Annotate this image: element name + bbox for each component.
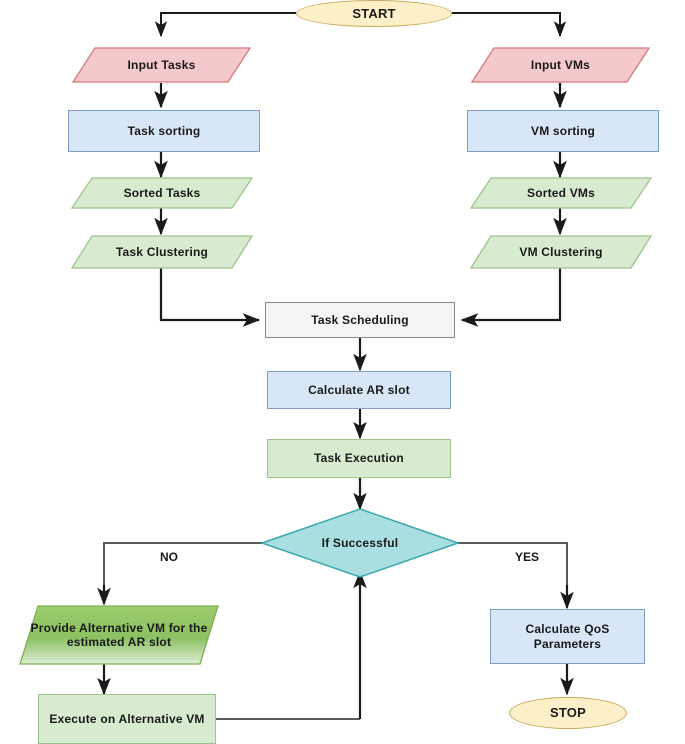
node-task-scheduling-label: Task Scheduling [311,312,409,327]
node-stop[interactable]: STOP [509,697,627,729]
node-calculate-qos-parameters[interactable]: Calculate QoS Parameters [490,609,645,664]
node-start[interactable]: START [296,0,452,27]
shape-provide-alternative-vm [19,605,219,665]
node-vm-sorting-label: VM sorting [531,123,595,138]
node-vm-clustering[interactable]: VM Clustering [471,236,651,268]
node-stop-label: STOP [550,705,586,721]
node-input-tasks-label: Input Tasks [127,57,196,72]
node-vm-clustering-label: VM Clustering [519,244,603,259]
shape-sorted-vms [469,177,653,209]
shape-vm-clustering [469,235,653,269]
node-input-tasks[interactable]: Input Tasks [73,48,250,82]
shape-input-vms [470,47,651,83]
edge-label-no-text: NO [160,550,178,564]
node-sorted-vms[interactable]: Sorted VMs [471,178,651,208]
node-task-execution[interactable]: Task Execution [267,439,451,478]
edge-label-yes-text: YES [515,550,540,564]
edge-label-no: NO [160,550,178,564]
node-vm-sorting[interactable]: VM sorting [467,110,659,152]
node-sorted-tasks[interactable]: Sorted Tasks [72,178,252,208]
node-task-clustering[interactable]: Task Clustering [72,236,252,268]
node-task-sorting[interactable]: Task sorting [68,110,260,152]
node-calculate-ar-slot[interactable]: Calculate AR slot [267,371,451,409]
node-execute-on-alternative-vm[interactable]: Execute on Alternative VM [38,694,216,744]
node-input-vms-label: Input VMs [530,57,591,72]
node-execute-on-alternative-vm-label: Execute on Alternative VM [49,711,205,726]
node-start-label: START [352,5,396,21]
node-task-clustering-label: Task Clustering [115,244,209,259]
node-provide-alternative-vm[interactable]: Provide Alternative VM for the estimated… [25,606,213,664]
node-calculate-qos-parameters-label: Calculate QoS Parameters [525,622,610,651]
node-provide-alternative-vm-label: Provide Alternative VM for the estimated… [30,620,208,649]
node-if-successful-label: If Successful [321,535,399,550]
node-calculate-ar-slot-label: Calculate AR slot [308,382,410,397]
shape-input-tasks [71,47,252,83]
node-task-execution-label: Task Execution [314,451,404,466]
node-if-successful[interactable]: If Successful [285,529,435,557]
shape-sorted-tasks [70,177,254,209]
node-input-vms[interactable]: Input VMs [472,48,649,82]
shape-if-successful [259,508,461,578]
shape-task-clustering [70,235,254,269]
edge-label-yes: YES [515,550,539,564]
node-task-sorting-label: Task sorting [127,123,201,138]
node-task-scheduling[interactable]: Task Scheduling [265,302,455,338]
node-sorted-vms-label: Sorted VMs [526,185,595,200]
node-sorted-tasks-label: Sorted Tasks [123,185,201,200]
